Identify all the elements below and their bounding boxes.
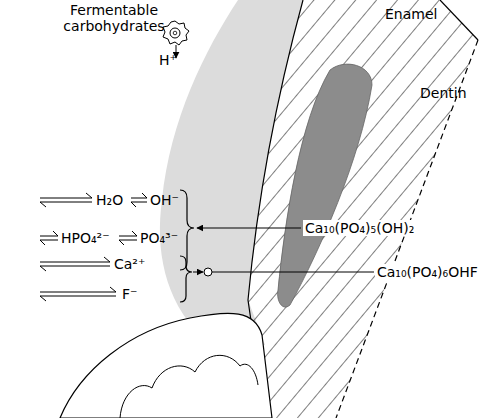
leader-line bbox=[212, 272, 374, 273]
tissue-label: Enamel bbox=[385, 6, 437, 22]
enamel-edge bbox=[440, 0, 478, 40]
leader-arrow bbox=[193, 272, 203, 273]
ion-label: OH⁻ bbox=[150, 192, 179, 208]
bacterium-nucleus bbox=[173, 31, 177, 35]
formula-label: Ca₁₀(PO₄)₅(OH)₂ bbox=[303, 220, 416, 236]
ion-label: HPO₄²⁻ bbox=[61, 230, 110, 246]
tissue-label: Dentin bbox=[420, 85, 467, 101]
ion-label: F⁻ bbox=[122, 286, 137, 302]
ion-label: Ca²⁺ bbox=[114, 256, 145, 272]
leader-arrow bbox=[197, 228, 301, 229]
gingiva bbox=[60, 313, 272, 418]
bacterium-core bbox=[170, 28, 180, 38]
carious-lesion bbox=[278, 64, 372, 307]
bacterium bbox=[163, 21, 189, 45]
bracket bbox=[180, 190, 194, 270]
substance-label: Fermentable carbohydrates bbox=[60, 2, 168, 34]
equilibrium-arrows bbox=[40, 193, 147, 301]
ion-label: PO₄³⁻ bbox=[140, 230, 178, 246]
bracket bbox=[180, 256, 192, 302]
ion-label: H⁺ bbox=[159, 52, 177, 68]
molecule-label: H₂O bbox=[96, 192, 123, 208]
formula-label: Ca₁₀(PO₄)₆OHF bbox=[375, 264, 480, 280]
site-marker bbox=[204, 268, 212, 276]
gingiva-papillae bbox=[120, 355, 258, 418]
